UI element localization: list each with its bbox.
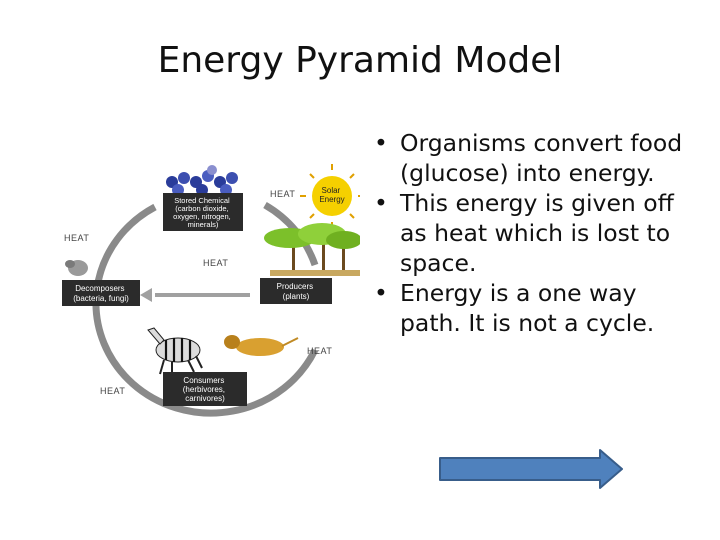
nutrients-text-4: minerals): [188, 220, 219, 229]
bullet-text-1: Organisms convert food (glucose) into en…: [400, 129, 683, 187]
zebra-icon: [147, 327, 203, 375]
svg-text:HEAT: HEAT: [307, 346, 332, 356]
decomposers-text-2: (bacteria, fungi): [73, 294, 129, 303]
svg-text:HEAT: HEAT: [64, 233, 89, 243]
bullet-item: • Energy is a one way path. It is not a c…: [368, 278, 698, 338]
consumers-text-2: (herbivores,: [183, 385, 225, 394]
bullet-dot: •: [374, 279, 388, 307]
nutrient-molecules-icon: [166, 165, 238, 196]
bullet-item: • This energy is given off as heat which …: [368, 188, 698, 278]
nutrients-text-3: oxygen, nitrogen,: [173, 212, 231, 221]
slide-title: Energy Pyramid Model: [157, 40, 563, 81]
nutrients-text-2: (carbon dioxide,: [175, 204, 228, 213]
bullet-text-3: Energy is a one way path. It is not a cy…: [400, 279, 655, 337]
decomposers-box: [62, 280, 140, 306]
heat-label-bottom: HEAT: [100, 386, 125, 396]
solar-label-2: Energy: [319, 195, 344, 204]
bullet-dot: •: [374, 189, 388, 217]
producers-text-2: (plants): [283, 292, 310, 301]
svg-text:HEAT: HEAT: [100, 386, 125, 396]
bullet-item: • Organisms convert food (glucose) into e…: [368, 128, 698, 188]
svg-text:HEAT: HEAT: [203, 258, 228, 268]
producers-text-1: Producers: [277, 282, 313, 291]
trees-icon: [264, 223, 360, 276]
svg-text:Producers (plants): Producers (plants): [277, 282, 316, 301]
svg-text:Stored Chemical (carbon di: Stored Chemical (carbon dioxide, oxygen,…: [173, 196, 233, 229]
solar-label-1: Solar: [322, 186, 341, 195]
lion-icon: [224, 335, 299, 356]
svg-text:Solar Energy: Solar Energy: [319, 186, 344, 204]
svg-text:HEAT: HEAT: [270, 189, 295, 199]
inner-arrow-head: [140, 288, 152, 302]
cycle-arrow-ring: [92, 203, 319, 417]
heat-label-top: HEAT: [270, 189, 295, 199]
decomposers-text-1: Decomposers: [75, 284, 124, 293]
heat-label-left: HEAT: [64, 233, 89, 243]
nutrients-box: [163, 193, 243, 231]
sun-icon: [300, 164, 360, 228]
bullet-dot: •: [374, 129, 388, 157]
heat-label-right: HEAT: [307, 346, 332, 356]
producers-box: [260, 278, 332, 304]
decomposer-icon: [65, 260, 88, 276]
nutrients-text-1: Stored Chemical: [174, 196, 230, 205]
svg-text:Decomposers (bacteria, fun: Decomposers (bacteria, fungi): [73, 284, 129, 303]
energy-cycle-diagram: Stored Chemical (carbon dioxide, oxygen,…: [62, 164, 360, 417]
right-arrow-icon: [439, 449, 623, 489]
bullet-list: • Organisms convert food (glucose) into e…: [368, 128, 698, 338]
heat-label-center: HEAT: [203, 258, 228, 268]
consumers-box: [163, 372, 247, 406]
bullet-text-2: This energy is given off as heat which i…: [400, 189, 674, 277]
consumers-text-1: Consumers: [183, 376, 224, 385]
svg-text:Consumers (herbivores,: Consumers (herbivores, carnivores): [183, 376, 227, 403]
consumers-text-3: carnivores): [185, 394, 225, 403]
